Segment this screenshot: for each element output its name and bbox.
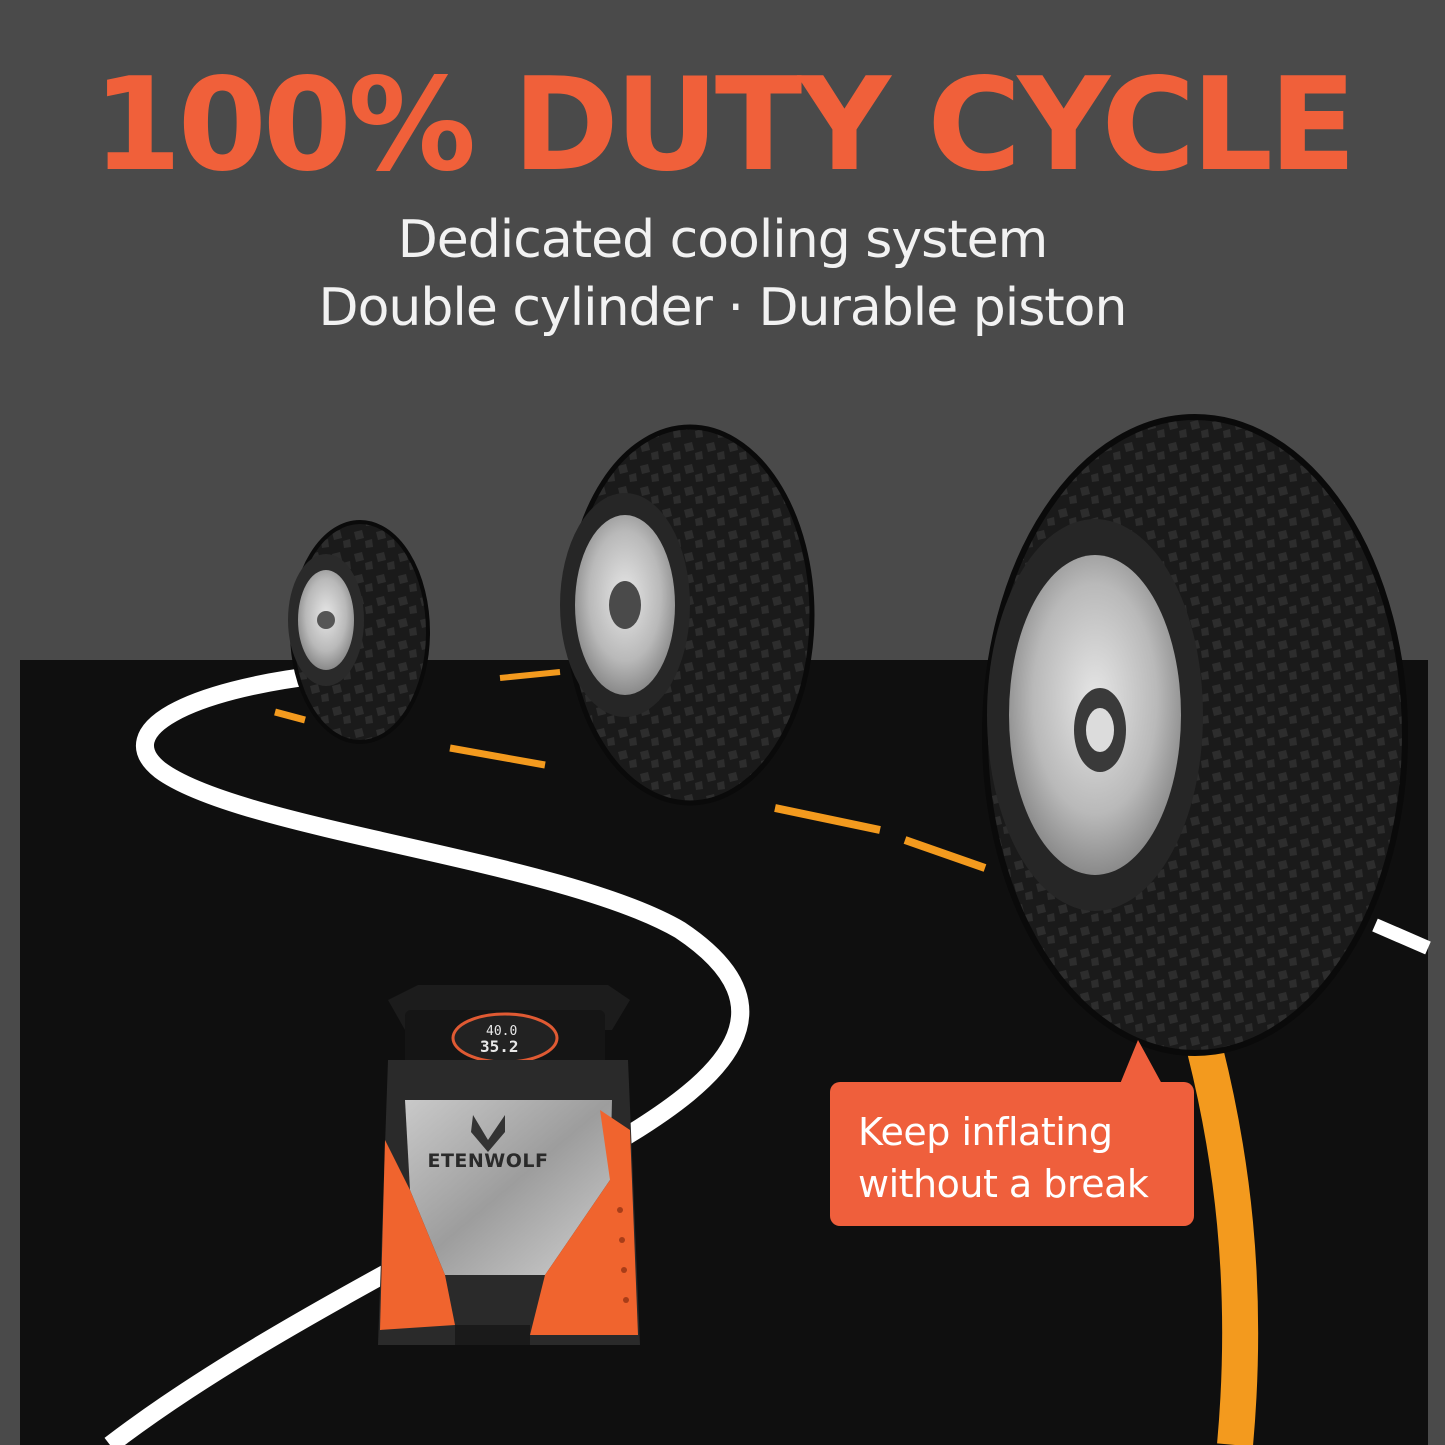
callout-line-1: Keep inflating: [858, 1110, 1113, 1154]
lane-dash: [774, 804, 881, 834]
headline: 100% DUTY CYCLE: [92, 51, 1357, 200]
callout-line-2: without a break: [858, 1162, 1149, 1206]
air-compressor: [378, 985, 640, 1345]
callout-pointer: [1120, 1040, 1162, 1084]
lane-dash: [499, 669, 561, 681]
lane-dash: [903, 836, 987, 872]
lane-dash: [274, 708, 306, 724]
subtitle-line-2: Double cylinder · Durable piston: [318, 278, 1128, 338]
callout-box: Keep inflating without a break: [830, 1082, 1194, 1226]
road-edge-line-right: [1372, 918, 1431, 955]
wolf-logo-icon: [471, 1115, 505, 1152]
tire-small: [288, 520, 430, 744]
tire-large: [982, 414, 1408, 1056]
lane-dash: [449, 744, 546, 769]
lane-curve: [1187, 1045, 1259, 1445]
tire-medium: [560, 424, 815, 806]
target-pressure-readout: 40.0: [486, 1024, 518, 1039]
brand-label: ETENWOLF: [427, 1150, 549, 1172]
callout-text: Keep inflating without a break: [858, 1106, 1149, 1210]
current-pressure-readout: 35.2: [480, 1037, 519, 1056]
subtitle-line-1: Dedicated cooling system: [397, 210, 1048, 270]
